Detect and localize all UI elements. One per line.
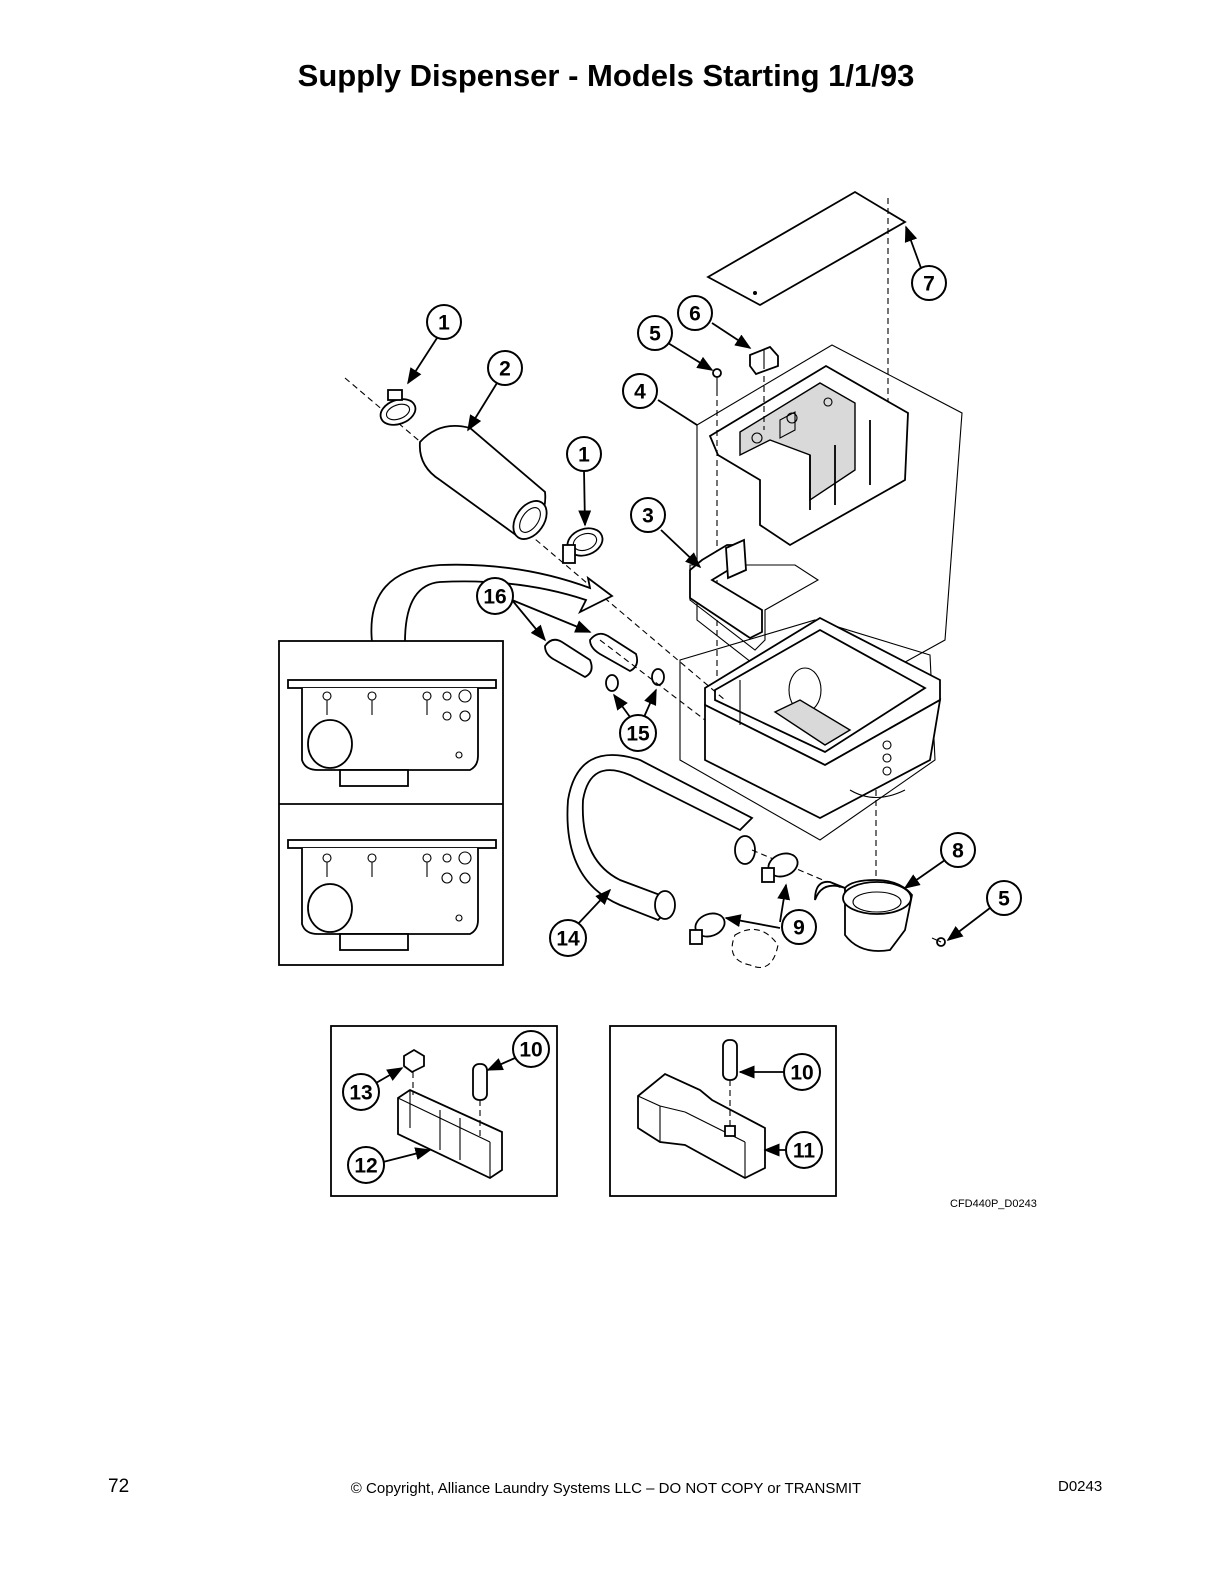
callout-8: 8: [940, 832, 976, 868]
cover-plate: [706, 190, 907, 408]
callout-15: 15: [619, 714, 657, 752]
callout-5b: 5: [986, 880, 1022, 916]
hose-clamp-upper: [379, 389, 417, 426]
callout-label: 8: [952, 840, 964, 863]
callout-10b: 10: [783, 1053, 821, 1091]
drain-hose: [566, 754, 871, 922]
callout-2: 2: [487, 350, 523, 386]
inlet-hose: [344, 377, 726, 701]
drain-clamps: [689, 852, 799, 969]
callout-label: 10: [519, 1039, 542, 1062]
callout-label: 1: [578, 444, 590, 467]
screw-top: [712, 368, 765, 700]
callout-label: 7: [923, 273, 935, 296]
vent-cap: [749, 345, 779, 376]
callout-5a: 5: [637, 315, 673, 351]
callout-label: 5: [649, 323, 661, 346]
callout-1a: 1: [426, 304, 462, 340]
callout-label: 2: [499, 358, 511, 381]
copyright-notice: © Copyright, Alliance Laundry Systems LL…: [350, 1480, 862, 1497]
callout-12: 12: [347, 1146, 385, 1184]
upper-housing: [696, 344, 963, 713]
callout-6: 6: [677, 295, 713, 331]
callout-label: 3: [642, 505, 654, 528]
callout-label: 11: [793, 1140, 816, 1163]
callout-11: 11: [785, 1131, 823, 1169]
callout-10a: 10: [512, 1030, 550, 1068]
callout-14: 14: [549, 919, 587, 957]
callout-label: 4: [634, 381, 646, 404]
callout-label: 16: [483, 586, 506, 609]
callout-label: 9: [793, 917, 805, 940]
inset-box-right: [609, 1025, 837, 1197]
lower-housing: [679, 616, 942, 890]
leader-lines: [375, 225, 991, 1163]
callout-13: 13: [342, 1073, 380, 1111]
callout-1b: 1: [566, 436, 602, 472]
document-code: D0243: [1058, 1478, 1103, 1495]
callout-16: 16: [476, 577, 514, 615]
callout-label: 6: [689, 303, 701, 326]
hose-clamp-lower: [562, 527, 604, 564]
callout-label: 15: [626, 723, 650, 746]
callout-label: 1: [438, 312, 450, 335]
callout-3: 3: [630, 497, 666, 533]
curved-direction-arrow: [370, 563, 614, 643]
callout-label: 14: [556, 928, 580, 951]
page-number: 72: [108, 1476, 130, 1497]
drawing-id: CFD440P_D0243: [950, 1198, 1037, 1210]
callout-4: 4: [622, 373, 658, 409]
connector-tubes: [544, 632, 706, 721]
page-title: Supply Dispenser - Models Starting 1/1/9…: [297, 58, 915, 93]
callout-label: 13: [349, 1082, 372, 1105]
callout-label: 10: [790, 1062, 813, 1085]
inset-panel-left: [278, 640, 504, 966]
callout-9: 9: [781, 909, 817, 945]
siphon-bracket: [689, 538, 820, 651]
callout-7: 7: [911, 265, 947, 301]
callout-label: 12: [354, 1155, 377, 1178]
drain-elbow: [814, 879, 946, 952]
callout-label: 5: [998, 888, 1010, 911]
